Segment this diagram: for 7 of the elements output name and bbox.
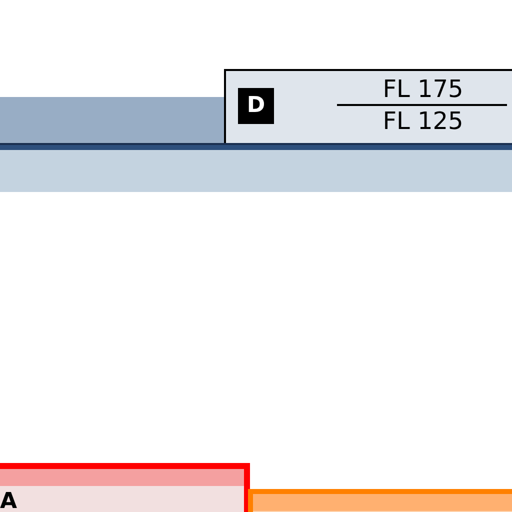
- class-letter: A: [0, 489, 18, 512]
- lower-limit: FL 125: [382, 107, 464, 135]
- airspace-box: [248, 489, 512, 512]
- upper-limit: FL 175: [382, 75, 464, 103]
- airspace-label-box: [224, 69, 512, 143]
- class-letter: D: [238, 88, 274, 124]
- airspace-box: [0, 463, 250, 512]
